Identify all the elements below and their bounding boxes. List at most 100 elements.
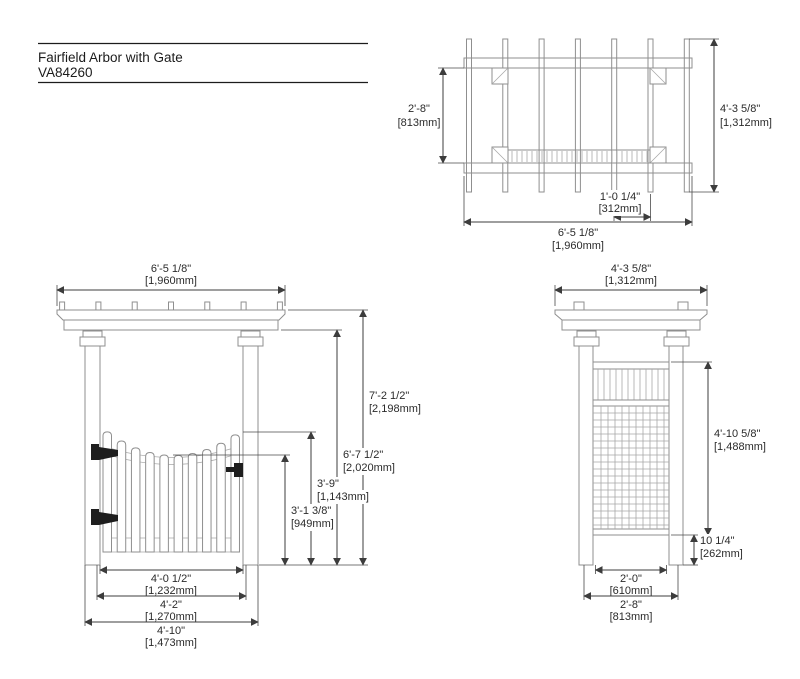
- gate-pickets: [102, 431, 240, 553]
- plan-rafters: [466, 38, 690, 193]
- dim-text: 6'-7 1/2": [343, 449, 383, 461]
- dim-text: [1,143mm]: [317, 491, 369, 503]
- dim-side-width-inner: 2'-0" [610mm]: [594, 565, 668, 597]
- dim-text: 2'-8": [408, 103, 430, 115]
- dim-front-gate-width: 4'-0 1/2" [1,232mm]: [99, 565, 244, 597]
- dim-front-width-outer: 4'-10" [1,473mm]: [84, 565, 259, 649]
- label-backing: [289, 504, 334, 518]
- dim-front-gate-high: 3'-9" [1,143mm]: [243, 431, 371, 566]
- front-view: 6'-5 1/8" [1,960mm] 7'-2 1/2" [2,198mm] …: [56, 263, 421, 649]
- dim-text: [949mm]: [291, 518, 334, 530]
- dim-text: [813mm]: [610, 611, 653, 623]
- dim-text: 6'-5 1/8": [558, 227, 598, 239]
- side-left-post: [578, 345, 594, 566]
- dim-text: [1,960mm]: [552, 240, 604, 252]
- front-header-beam: [63, 319, 279, 331]
- gate-hinge-lower: [91, 509, 118, 525]
- side-left-post-cap: [573, 330, 600, 347]
- dim-text: [1,473mm]: [145, 637, 197, 649]
- dim-side-width-outer: 2'-8" [813mm]: [583, 565, 679, 623]
- side-panel-top-rail: [592, 361, 670, 370]
- dim-top-depth-full: 4'-3 5/8" [1,312mm]: [689, 38, 772, 193]
- dim-text: [262mm]: [700, 548, 743, 560]
- dim-side-panel-height: 4'-10 5/8" [1,488mm]: [671, 361, 766, 536]
- dim-text: [610mm]: [610, 585, 653, 597]
- dim-text: 6'-5 1/8": [151, 263, 191, 275]
- dim-text: 3'-9": [317, 478, 339, 490]
- front-left-post-cap: [79, 330, 106, 347]
- front-header-board: [56, 309, 286, 321]
- dim-top-width-full: 6'-5 1/8" [1,960mm]: [463, 176, 693, 252]
- side-header-board: [554, 309, 708, 321]
- dim-text: [1,270mm]: [145, 611, 197, 623]
- dim-text: [1,312mm]: [720, 117, 772, 129]
- dim-front-height-clear: 6'-7 1/2" [2,020mm]: [281, 329, 397, 566]
- side-spindles: [597, 369, 665, 400]
- dim-text: [1,232mm]: [145, 585, 197, 597]
- gate-latch: [226, 463, 243, 477]
- dim-text: 3'-1 3/8": [291, 505, 331, 517]
- dim-text: [813mm]: [398, 117, 441, 129]
- title-block: Fairfield Arbor with Gate VA84260: [38, 42, 368, 84]
- plan-gusset-top-right: [649, 67, 667, 85]
- label-backing: [315, 490, 371, 504]
- side-header-beam: [561, 319, 701, 331]
- plan-gate-hatch: [511, 151, 648, 162]
- side-right-post: [668, 345, 684, 566]
- dim-text: [2,020mm]: [343, 462, 395, 474]
- side-lattice-grid: [593, 406, 669, 529]
- label-backing: [289, 517, 336, 531]
- dim-text: [1,488mm]: [714, 441, 766, 453]
- gate: [91, 431, 243, 553]
- dim-text: [2,198mm]: [369, 403, 421, 415]
- side-lattice: [592, 361, 670, 536]
- dim-text: 2'-0": [620, 573, 642, 585]
- dim-side-bottom-gap: 10 1/4" [262mm]: [683, 534, 745, 566]
- plan-gusset-bottom-right: [649, 146, 667, 164]
- side-beam-end-left: [573, 301, 585, 311]
- dim-text: [1,960mm]: [145, 275, 197, 287]
- gate-hinge-upper: [91, 444, 118, 460]
- dim-text: 4'-10 5/8": [714, 428, 760, 440]
- dim-text: 4'-10": [157, 625, 185, 637]
- label-backing: [698, 534, 737, 548]
- dim-text: 4'-3 5/8": [611, 263, 651, 275]
- front-right-post: [242, 345, 259, 566]
- dim-text: 1'-0 1/4": [600, 191, 640, 203]
- plan-gusset-top-left: [491, 67, 509, 85]
- top-view: 2'-8" [813mm] 4'-3 5/8" [1,312mm] 1'-0 1…: [398, 38, 772, 252]
- dim-top-rafter-spacing: 1'-0 1/4" [312mm]: [596, 190, 652, 221]
- label-backing: [341, 448, 386, 462]
- front-rafter-tails: [59, 301, 283, 311]
- dim-text: 4'-3 5/8": [720, 103, 760, 115]
- side-view: 4'-3 5/8" [1,312mm] 4'-10 5/8" [1,488mm]…: [554, 263, 766, 623]
- dim-front-width-top: 6'-5 1/8" [1,960mm]: [56, 263, 286, 306]
- dim-side-width-top: 4'-3 5/8" [1,312mm]: [554, 263, 708, 306]
- dim-text: 4'-2": [160, 599, 182, 611]
- dim-text: 2'-8": [620, 599, 642, 611]
- side-beam-end-right: [677, 301, 689, 311]
- plan-gusset-bottom-left: [491, 146, 509, 164]
- dim-top-depth-inner: 2'-8" [813mm]: [398, 67, 464, 164]
- side-panel-bottom-rail: [592, 528, 670, 536]
- label-backing: [596, 202, 644, 216]
- side-right-post-cap: [663, 330, 690, 347]
- dim-text: [312mm]: [599, 203, 642, 215]
- label-backing: [597, 190, 643, 204]
- front-right-post-cap: [237, 330, 264, 347]
- label-backing: [315, 477, 341, 491]
- side-panel-lattice-frame: [592, 405, 670, 530]
- label-backing: [698, 547, 745, 561]
- plan-beam-front: [463, 57, 693, 69]
- plan-gate-panel: [507, 149, 651, 164]
- dim-text: 4'-0 1/2": [151, 573, 191, 585]
- dim-front-gate-low: 3'-1 3/8" [949mm]: [173, 454, 336, 566]
- dim-text: 7'-2 1/2": [369, 390, 409, 402]
- label-backing: [341, 461, 397, 475]
- dim-front-height-total: 7'-2 1/2" [2,198mm]: [288, 309, 421, 566]
- dim-text: [1,312mm]: [605, 275, 657, 287]
- dim-text: 10 1/4": [700, 535, 735, 547]
- side-panel-mid-rail: [592, 399, 670, 407]
